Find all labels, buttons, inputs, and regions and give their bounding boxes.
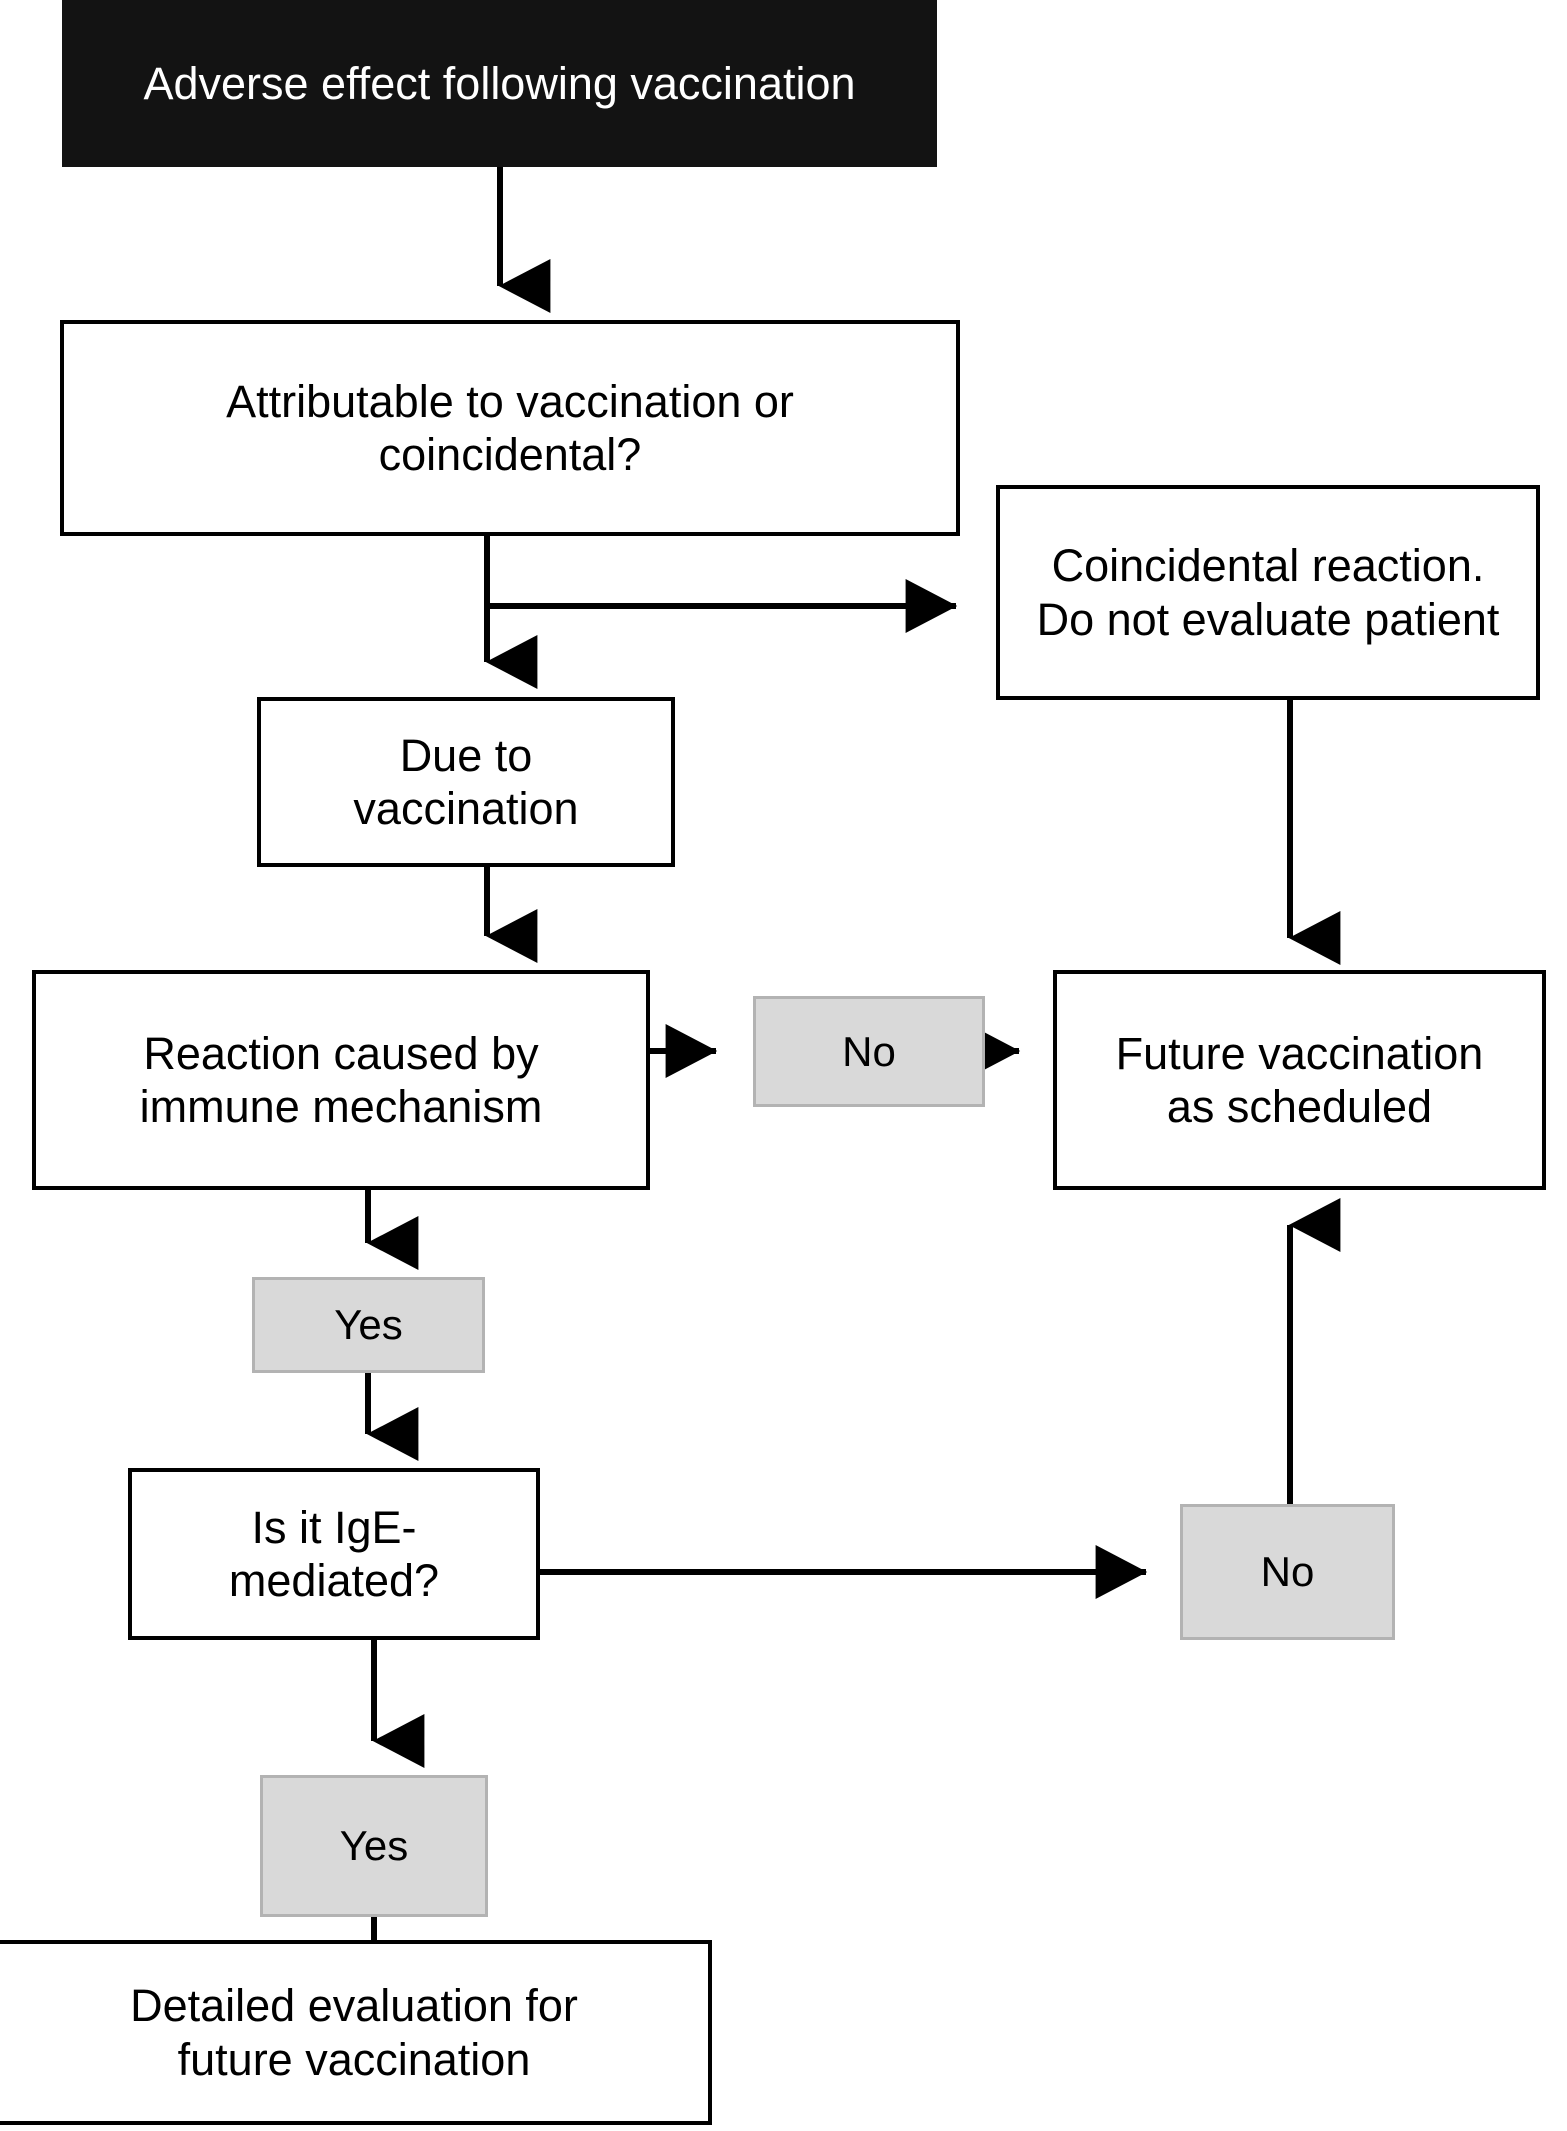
- node-attributable-label: Attributable to vaccination or coinciden…: [226, 375, 794, 480]
- tag-no-ige-mediated[interactable]: No: [1180, 1504, 1395, 1640]
- node-attributable[interactable]: Attributable to vaccination or coinciden…: [60, 320, 960, 536]
- node-immune-mechanism[interactable]: Reaction caused by immune mechanism: [32, 970, 650, 1190]
- node-ige-mediated[interactable]: Is it IgE- mediated?: [128, 1468, 540, 1640]
- tag-no-immune-mechanism-label: No: [842, 1027, 896, 1075]
- tag-no-immune-mechanism[interactable]: No: [753, 996, 985, 1107]
- tag-no-ige-mediated-label: No: [1260, 1548, 1315, 1596]
- node-due-to-vaccination[interactable]: Due to vaccination: [257, 697, 675, 867]
- node-coincidental-reaction-label: Coincidental reaction. Do not evaluate p…: [1036, 540, 1500, 645]
- node-due-to-vaccination-label: Due to vaccination: [353, 729, 579, 834]
- tag-yes-immune-mechanism[interactable]: Yes: [252, 1277, 485, 1373]
- node-immune-mechanism-label: Reaction caused by immune mechanism: [139, 1027, 543, 1132]
- node-start[interactable]: Adverse effect following vaccination: [62, 0, 937, 167]
- node-detailed-evaluation-label: Detailed evaluation for future vaccinati…: [130, 1980, 578, 2085]
- node-detailed-evaluation[interactable]: Detailed evaluation for future vaccinati…: [0, 1940, 712, 2125]
- node-coincidental-reaction[interactable]: Coincidental reaction. Do not evaluate p…: [996, 485, 1540, 700]
- tag-yes-ige-mediated[interactable]: Yes: [260, 1775, 488, 1917]
- node-future-vaccination-label: Future vaccination as scheduled: [1115, 1027, 1484, 1132]
- edge-attributable-branch: [484, 536, 958, 689]
- node-ige-mediated-label: Is it IgE- mediated?: [228, 1501, 440, 1606]
- tag-yes-immune-mechanism-label: Yes: [334, 1301, 403, 1349]
- tag-yes-ige-mediated-label: Yes: [339, 1822, 409, 1870]
- node-future-vaccination[interactable]: Future vaccination as scheduled: [1053, 970, 1546, 1190]
- node-start-label: Adverse effect following vaccination: [143, 57, 856, 109]
